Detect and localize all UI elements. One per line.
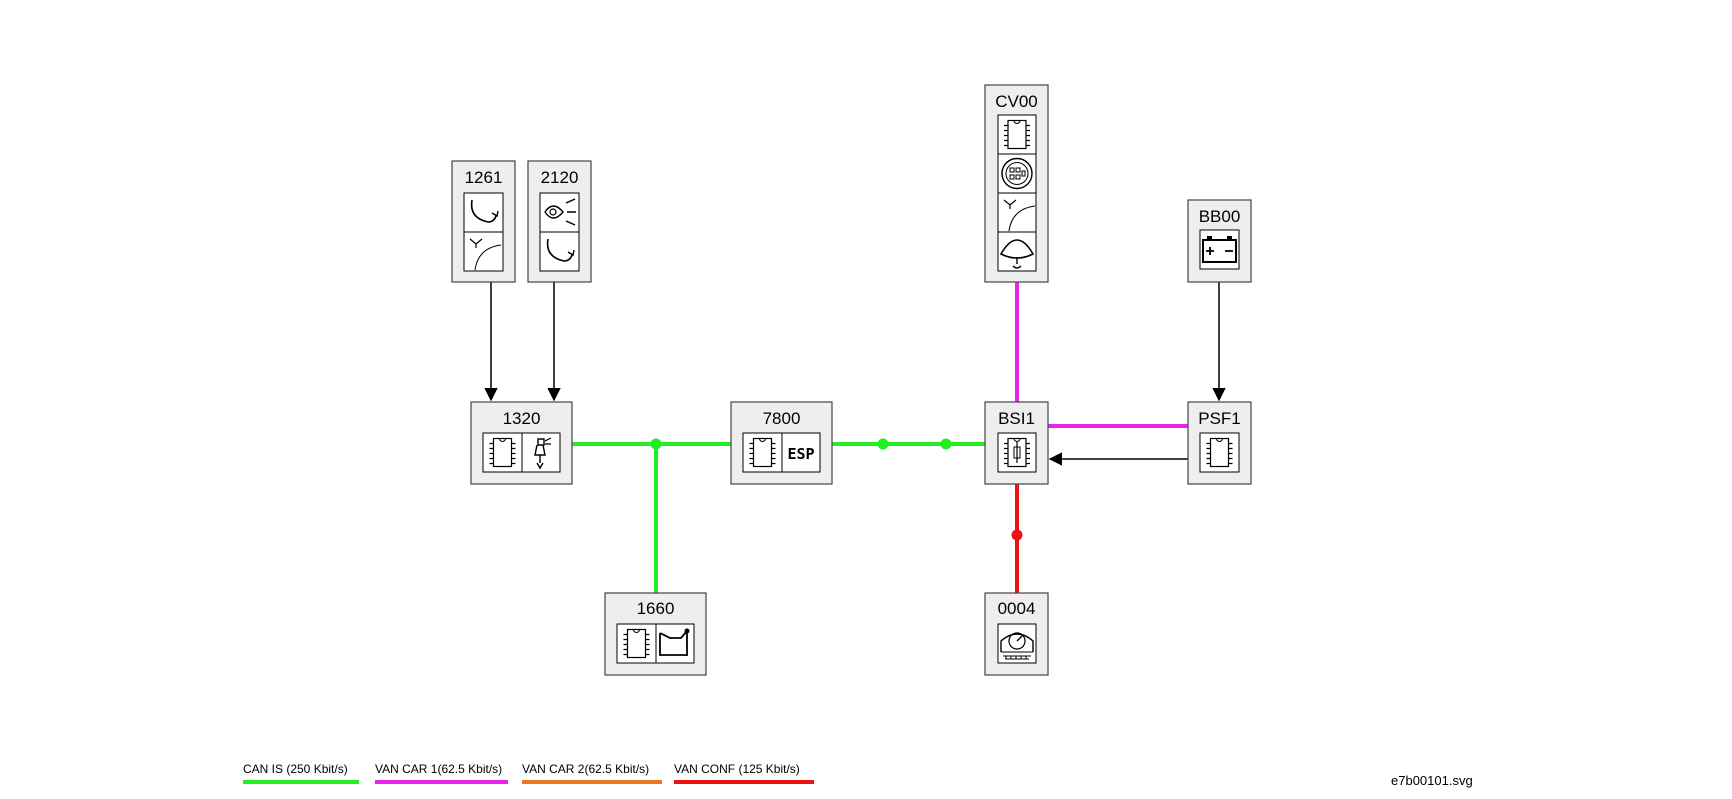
legend-item-van-car2: VAN CAR 2(62.5 Kbit/s) (522, 762, 662, 784)
legend-label: CAN IS (250 Kbit/s) (243, 762, 348, 776)
node-2120[interactable]: 2120 (527, 160, 592, 283)
file-name: e7b00101.svg (1391, 773, 1473, 788)
chip-icon (742, 432, 783, 473)
road-light-icon (997, 192, 1037, 233)
bus-junction (1011, 529, 1023, 541)
node-1261[interactable]: 1261 (451, 160, 516, 283)
can-is-bus (572, 438, 986, 594)
bus-junction (650, 438, 662, 450)
node-7800[interactable]: 7800 ESP (730, 401, 833, 485)
node-cv00[interactable]: CV00 (984, 84, 1049, 283)
legend-item-can-is: CAN IS (250 Kbit/s) (243, 762, 359, 784)
wired-links (484, 282, 1226, 466)
node-label: PSF1 (1198, 409, 1241, 428)
node-0004[interactable]: 0004 (984, 592, 1049, 676)
node-label: 7800 (763, 409, 801, 428)
legend-label: VAN CAR 1(62.5 Kbit/s) (375, 762, 502, 776)
van-car1-bus (1015, 282, 1188, 428)
node-label: 1660 (637, 599, 675, 618)
curved-arrow-icon (463, 192, 504, 233)
connector-icon (997, 153, 1037, 194)
headlight-icon (539, 192, 580, 233)
chip-icon (482, 432, 523, 473)
chip-icon (1199, 432, 1240, 473)
legend-label: VAN CONF (125 Kbit/s) (674, 762, 800, 776)
fuse-chip-icon (997, 432, 1037, 473)
gearbox-icon (655, 623, 695, 664)
node-label: BB00 (1199, 207, 1241, 226)
curved-arrow-icon (539, 231, 580, 272)
legend-item-van-car1: VAN CAR 1(62.5 Kbit/s) (375, 762, 508, 784)
bus-junction (940, 438, 952, 450)
esp-text: ESP (787, 445, 814, 463)
node-bb00[interactable]: BB00 (1187, 199, 1252, 283)
legend-label: VAN CAR 2(62.5 Kbit/s) (522, 762, 649, 776)
horn-icon (997, 231, 1037, 272)
legend-item-van-conf: VAN CONF (125 Kbit/s) (674, 762, 814, 784)
van-conf-bus (1011, 484, 1023, 594)
node-1320[interactable]: 1320 (470, 401, 573, 485)
node-bsi1[interactable]: BSI1 (984, 401, 1049, 485)
bus-junction (877, 438, 889, 450)
node-label: 1261 (465, 168, 503, 187)
node-label: 0004 (998, 599, 1036, 618)
road-light-icon (463, 231, 504, 272)
node-label: BSI1 (998, 409, 1035, 428)
esp-icon: ESP (781, 432, 821, 473)
node-psf1[interactable]: PSF1 (1187, 401, 1252, 485)
node-label: CV00 (995, 92, 1038, 111)
chip-icon (997, 114, 1037, 155)
injector-icon (521, 432, 561, 473)
node-label: 2120 (541, 168, 579, 187)
chip-icon (616, 623, 657, 664)
node-label: 1320 (503, 409, 541, 428)
legend: CAN IS (250 Kbit/s) VAN CAR 1(62.5 Kbit/… (243, 762, 814, 784)
node-1660[interactable]: 1660 (604, 592, 707, 676)
gauge-icon (997, 623, 1037, 664)
battery-icon (1199, 229, 1240, 270)
